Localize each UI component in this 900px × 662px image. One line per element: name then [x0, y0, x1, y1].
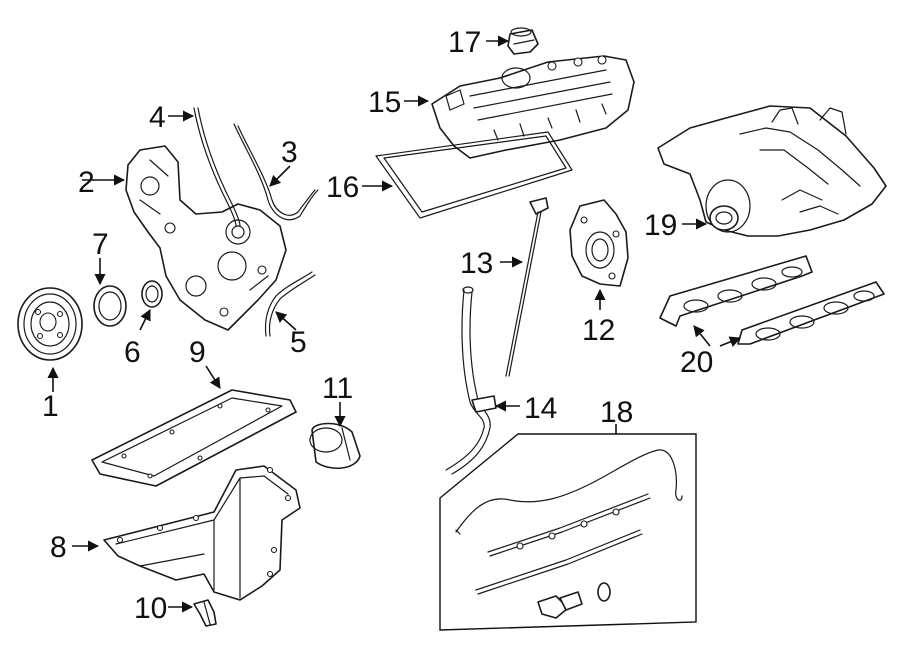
callout-18: 18	[600, 396, 633, 429]
callout-5: 5	[290, 326, 307, 359]
callout-12: 12	[582, 314, 615, 347]
oil-filler-cap-part[interactable]	[507, 27, 539, 55]
callout-3: 3	[281, 136, 298, 169]
callout-1: 1	[42, 390, 59, 423]
callout-6: 6	[124, 336, 141, 369]
front-crank-seal-part[interactable]	[93, 285, 127, 327]
drain-plug-part[interactable]	[193, 599, 217, 627]
callout-8: 8	[50, 531, 67, 564]
callout-2: 2	[78, 166, 95, 199]
callout-17: 17	[448, 26, 481, 59]
callout-13: 13	[460, 247, 493, 280]
callout-4: 4	[149, 101, 166, 134]
timing-cover-gasket-right-part[interactable]	[233, 123, 319, 221]
timing-cover-part[interactable]	[125, 145, 287, 331]
callout-19: 19	[644, 209, 677, 242]
callout-7: 7	[92, 228, 109, 261]
oil-pan-part[interactable]	[103, 465, 301, 601]
dipstick-part[interactable]	[505, 197, 549, 377]
callout-14: 14	[524, 392, 557, 425]
fuel-rail-kit-part[interactable]	[439, 433, 697, 631]
oil-pump-part[interactable]	[569, 199, 629, 287]
callout-11: 11	[322, 372, 353, 405]
callout-9: 9	[189, 336, 206, 369]
valve-cover-gasket-part[interactable]	[375, 131, 573, 219]
intake-manifold-part[interactable]	[657, 105, 887, 237]
front-seal-small-part[interactable]	[141, 280, 163, 308]
crank-pulley-part[interactable]	[17, 287, 83, 361]
oil-pan-gasket-part[interactable]	[91, 389, 297, 487]
valve-cover-part[interactable]	[431, 55, 635, 159]
timing-cover-gasket-left-part[interactable]	[193, 107, 241, 227]
callout-20: 20	[680, 346, 713, 379]
oil-filter-part[interactable]	[309, 422, 361, 469]
dipstick-tube-part[interactable]	[445, 286, 497, 475]
timing-cover-gasket-lower-part[interactable]	[264, 271, 316, 337]
callout-10: 10	[134, 592, 167, 625]
callout-15: 15	[368, 86, 401, 119]
callout-16: 16	[326, 171, 359, 204]
intake-gaskets-part[interactable]	[659, 255, 885, 345]
